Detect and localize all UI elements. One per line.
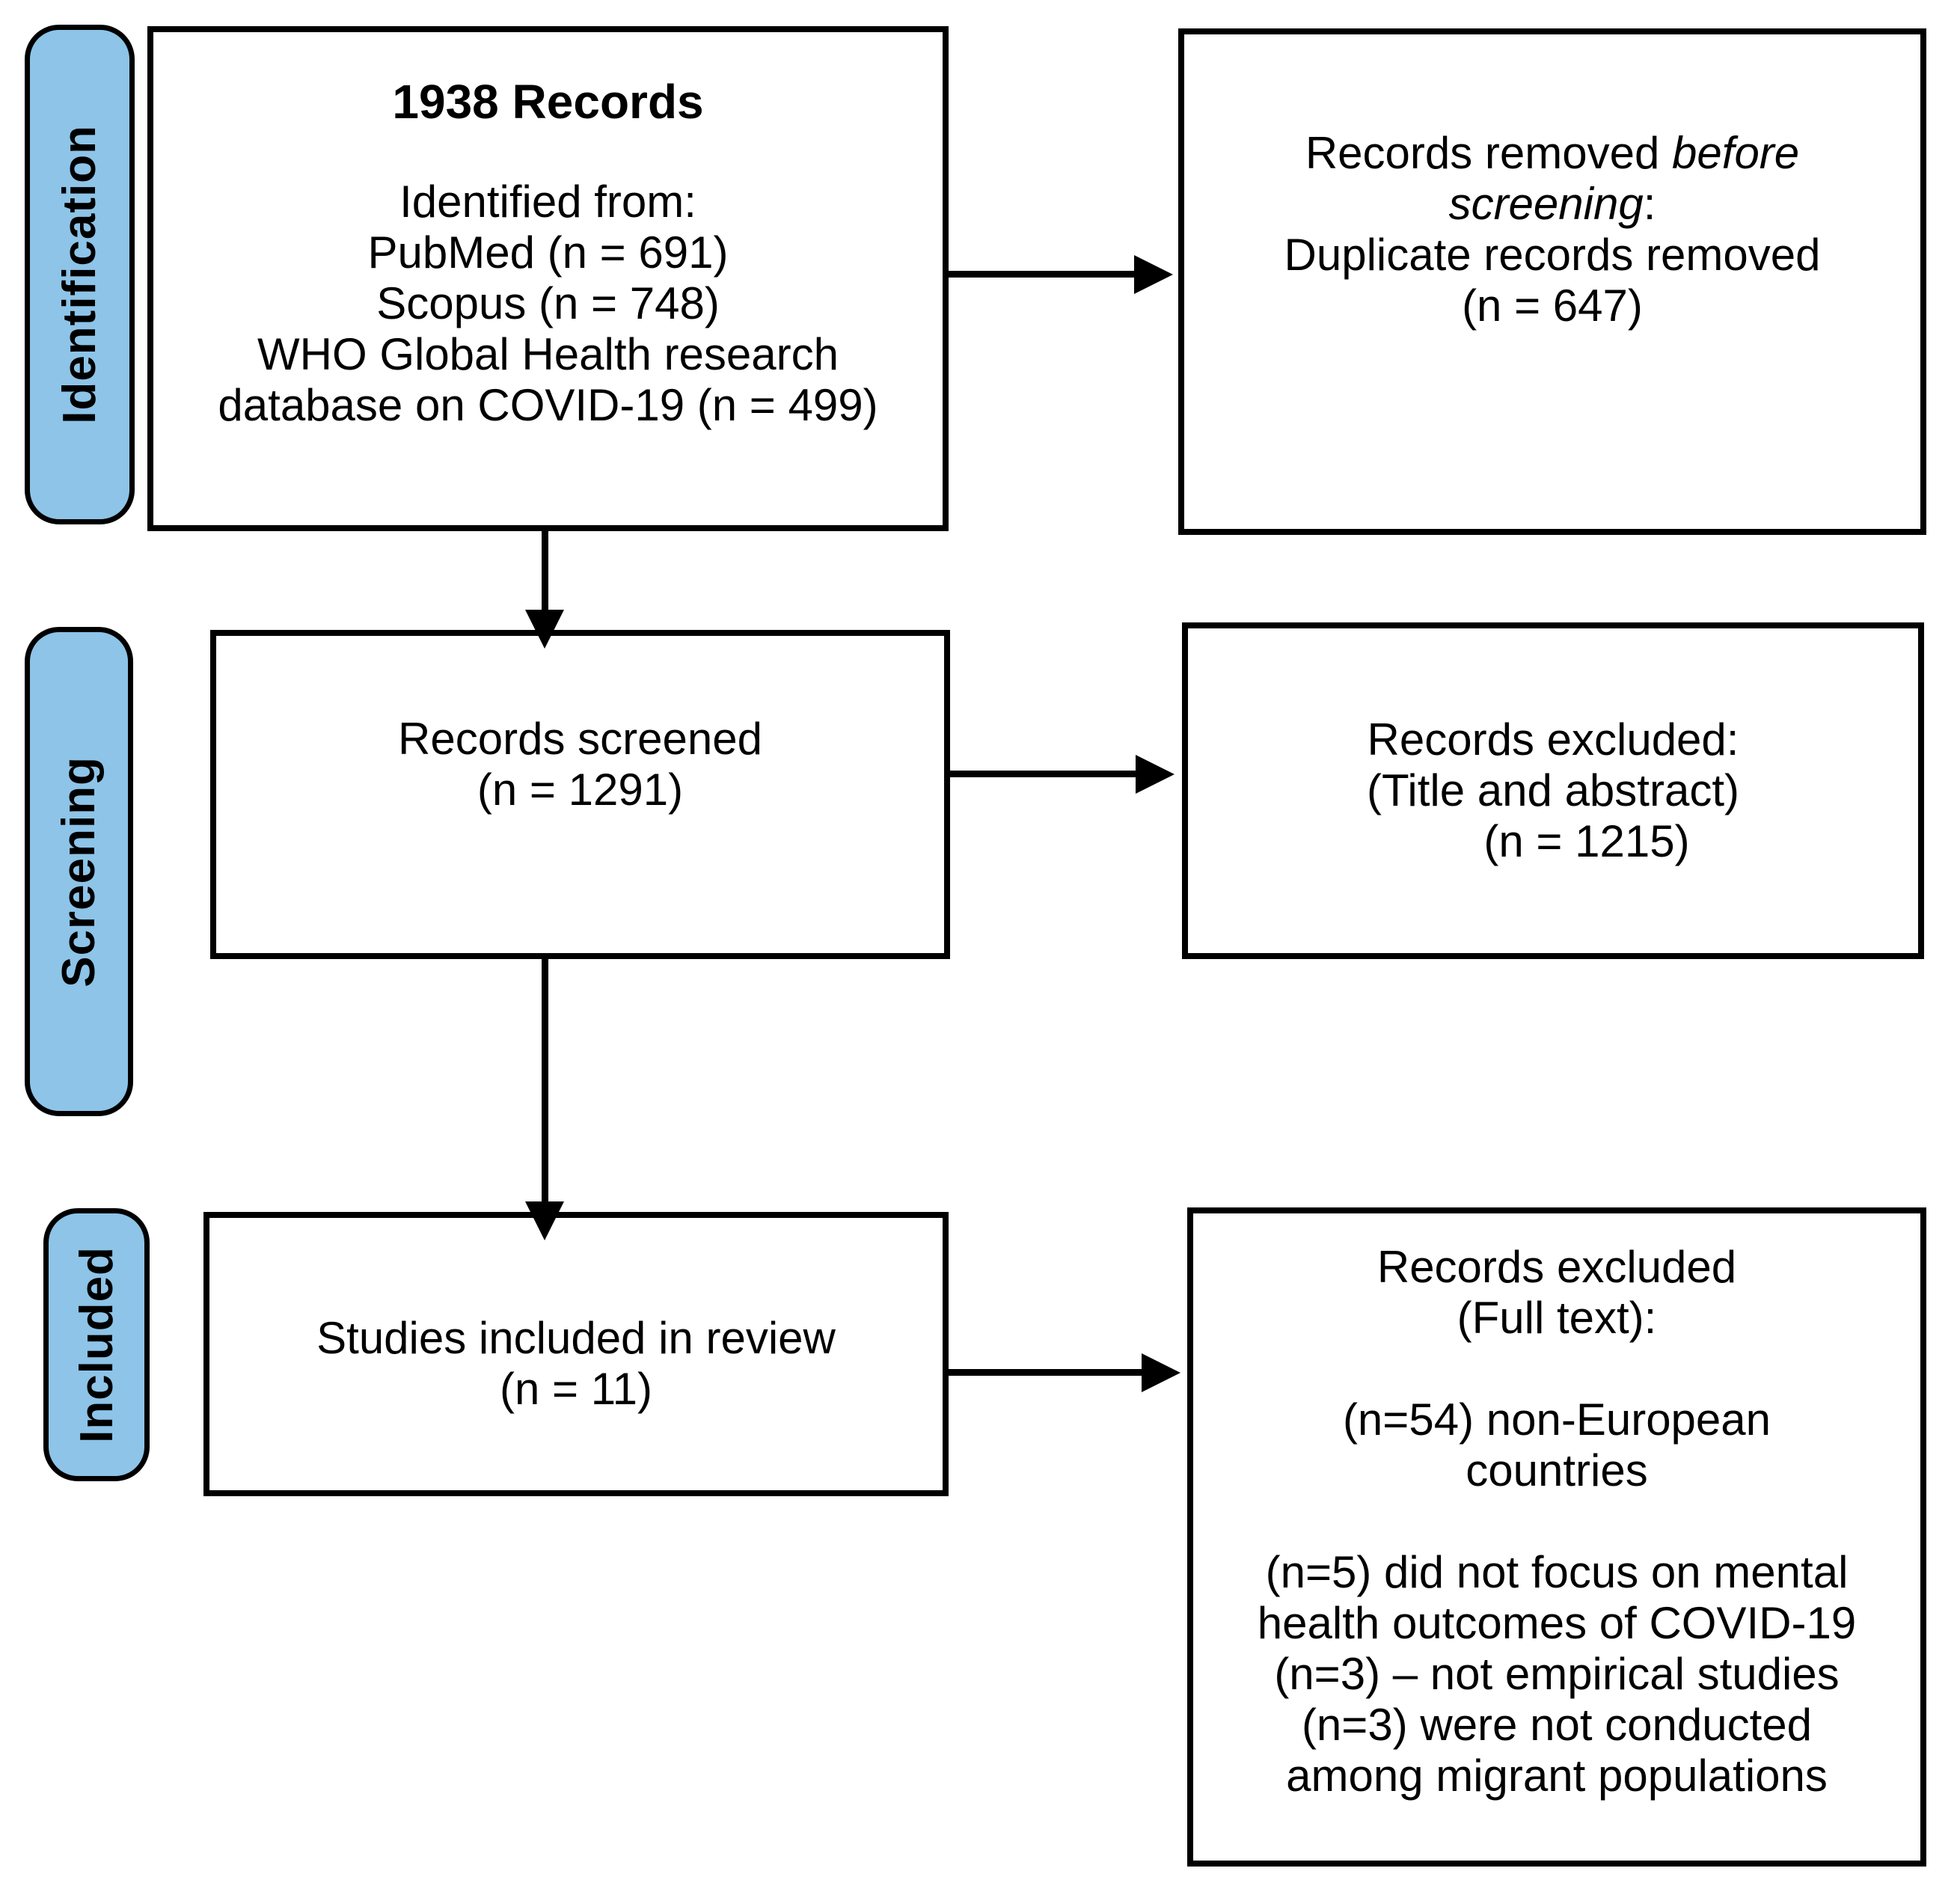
box-line: (n=5) did not focus on mental bbox=[1265, 1547, 1849, 1597]
blank-line bbox=[1208, 1496, 1905, 1547]
box-line: Studies included in review bbox=[316, 1313, 836, 1363]
arrow-screened-to-excluded-head-icon bbox=[1136, 755, 1175, 794]
box-line: Records excluded bbox=[1376, 1242, 1737, 1292]
stage-label-included: Included bbox=[70, 1246, 123, 1443]
box-line: (Full text): bbox=[1457, 1293, 1657, 1343]
records-excluded-fulltext-box: Records excluded (Full text): (n=54) non… bbox=[1187, 1207, 1926, 1867]
box-line: (n = 11) bbox=[500, 1364, 652, 1414]
box-line-italic: before bbox=[1672, 127, 1800, 178]
arrow-screened-to-included-head-icon bbox=[525, 1201, 564, 1240]
records-excluded-title-abstract-box: Records excluded: (Title and abstract) (… bbox=[1182, 622, 1924, 959]
box-line-text: : bbox=[1643, 178, 1656, 229]
stage-bar-included: Included bbox=[43, 1208, 150, 1481]
box-line: (n=3) – not empirical studies bbox=[1274, 1649, 1840, 1699]
box-line: countries bbox=[1466, 1445, 1648, 1495]
box-line: (n=3) were not conducted bbox=[1301, 1700, 1813, 1750]
box-line: database on COVID-19 (n = 499) bbox=[218, 380, 878, 430]
records-identified-box: 1938 Records Identified from: PubMed (n … bbox=[147, 26, 949, 531]
box-line: (n = 1215) bbox=[1483, 816, 1690, 866]
box-line-italic: screening bbox=[1448, 178, 1644, 229]
box-line: Identified from: bbox=[399, 177, 696, 227]
box-line: Records removed before bbox=[1199, 128, 1905, 179]
box-line: Records excluded: bbox=[1367, 714, 1739, 765]
arrow-identified-to-removed-line bbox=[949, 271, 1137, 278]
records-identified-title: 1938 Records bbox=[392, 75, 704, 129]
box-line: among migrant populations bbox=[1286, 1751, 1828, 1801]
box-line: Records screened bbox=[398, 714, 762, 764]
arrow-screened-to-excluded-line bbox=[950, 771, 1137, 777]
records-screened-box: Records screened (n = 1291) bbox=[210, 630, 950, 959]
box-line-text: Records removed bbox=[1305, 127, 1673, 178]
stage-bar-identification: Identification bbox=[25, 25, 135, 524]
stage-label-screening: Screening bbox=[53, 756, 105, 988]
arrow-screened-to-included-line bbox=[542, 959, 548, 1206]
box-line: (n = 1291) bbox=[477, 765, 684, 815]
stage-label-identification: Identification bbox=[54, 125, 105, 424]
box-line: PubMed (n = 691) bbox=[367, 227, 729, 278]
box-line: (n=54) non-European bbox=[1342, 1394, 1771, 1445]
box-line: health outcomes of COVID-19 bbox=[1257, 1598, 1857, 1648]
arrow-identified-to-screened-head-icon bbox=[525, 610, 564, 649]
box-line: (n = 647) bbox=[1462, 280, 1643, 331]
box-line: WHO Global Health research bbox=[257, 329, 839, 379]
records-removed-before-screening-box: Records removed before screening: Duplic… bbox=[1178, 28, 1926, 535]
box-line: Duplicate records removed bbox=[1284, 229, 1821, 280]
studies-included-box: Studies included in review (n = 11) bbox=[203, 1212, 949, 1496]
arrow-identified-to-screened-line bbox=[542, 531, 548, 619]
blank-line bbox=[168, 130, 928, 177]
blank-line bbox=[1208, 1344, 1905, 1394]
arrow-identified-to-removed-head-icon bbox=[1134, 255, 1173, 294]
stage-bar-screening: Screening bbox=[25, 627, 133, 1116]
box-line: (Title and abstract) bbox=[1367, 765, 1739, 815]
arrow-included-to-excluded-head-icon bbox=[1142, 1353, 1180, 1392]
box-line: screening: bbox=[1199, 179, 1905, 230]
box-line: Scopus (n = 748) bbox=[376, 278, 720, 328]
arrow-included-to-excluded-line bbox=[949, 1369, 1145, 1376]
